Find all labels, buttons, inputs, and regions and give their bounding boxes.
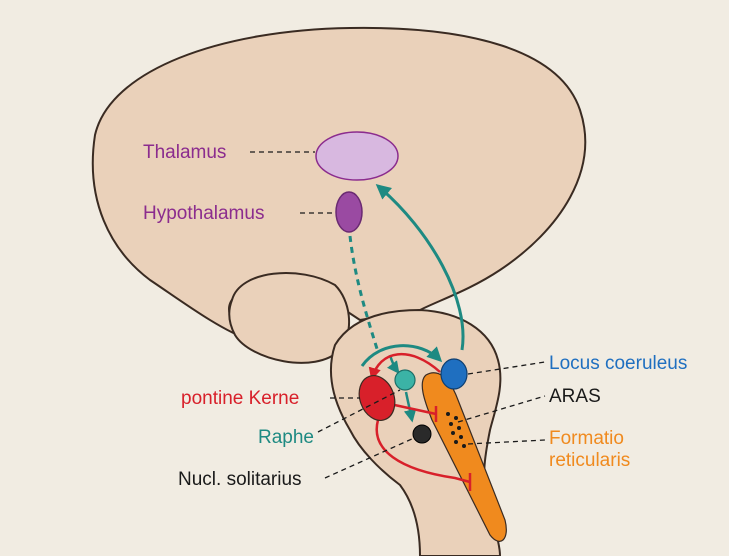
thalamus-label: Thalamus [143,142,226,163]
hypothalamus-shape [336,192,362,232]
formatio-label-line2: reticularis [549,450,630,471]
locus-coeruleus-label: Locus coeruleus [549,353,687,374]
aras-label: ARAS [549,386,601,407]
raphe-label: Raphe [258,427,314,448]
nucl-solitarius-label: Nucl. solitarius [178,469,302,490]
raphe-shape [395,370,415,390]
hypothalamus-label: Hypothalamus [143,203,264,224]
solitarius-shape [413,425,431,443]
thalamus-shape [316,132,398,180]
locus-coeruleus-shape [441,359,467,389]
formatio-label-line1: Formatio [549,428,624,449]
pontine-kerne-label: pontine Kerne [181,388,299,409]
